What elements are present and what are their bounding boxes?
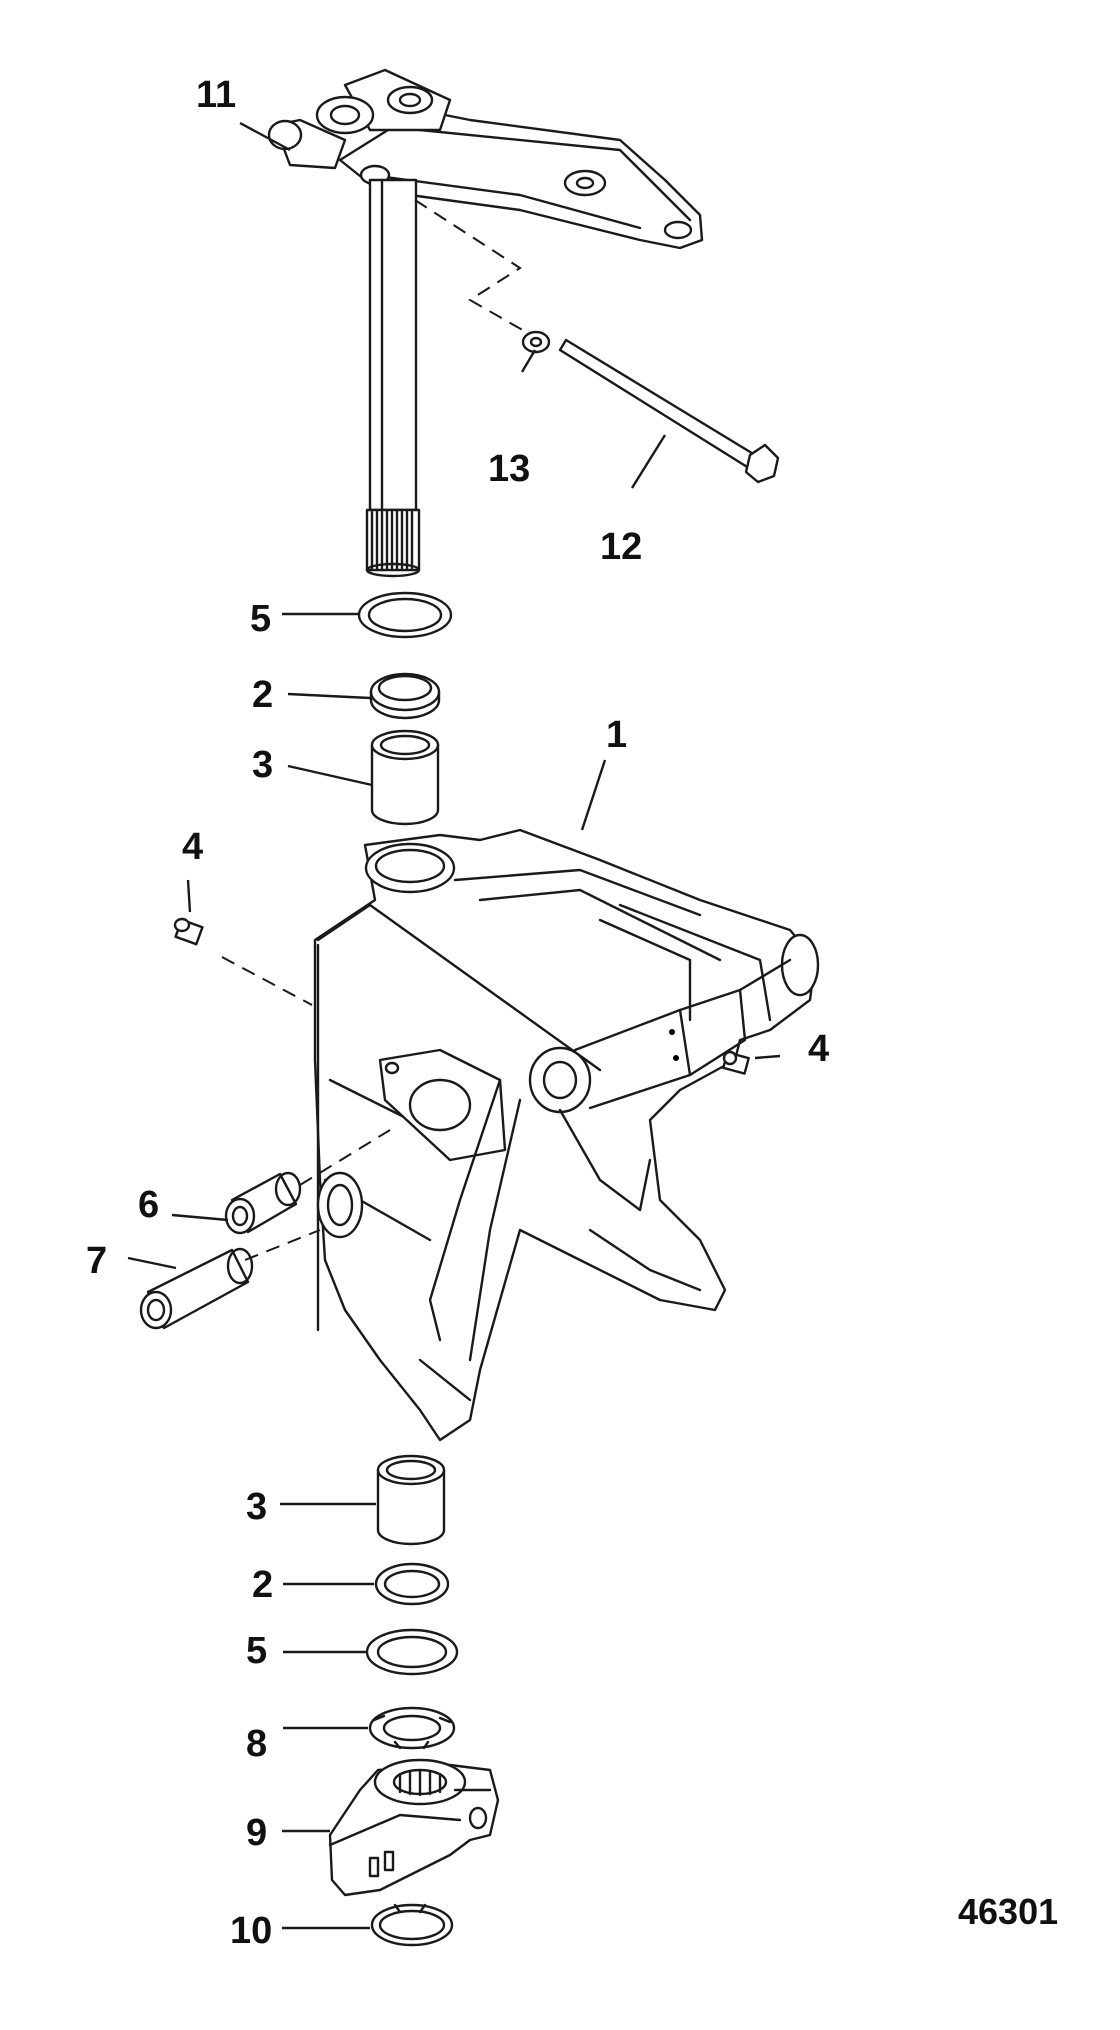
steering-arm-assembly	[267, 68, 704, 578]
callout-2-lower: 2	[252, 1564, 274, 1606]
callout-3-lower: 3	[246, 1486, 268, 1528]
grease-fitting-part-4-right	[722, 1050, 750, 1075]
callout-3-upper: 3	[252, 744, 274, 786]
callout-4-right: 4	[808, 1028, 830, 1070]
swivel-bracket-part-1	[313, 828, 820, 1442]
retaining-ring-part-10	[370, 1903, 454, 1947]
seal-part-2-upper	[369, 672, 441, 720]
washer-part-5-lower	[365, 1628, 459, 1676]
callout-5-upper: 5	[250, 598, 272, 640]
bolt-part-12	[558, 338, 780, 484]
callout-2-upper: 2	[252, 674, 274, 716]
bushing-part-7	[139, 1247, 254, 1330]
callout-8: 8	[246, 1723, 268, 1765]
lock-washer-part-8	[368, 1706, 456, 1750]
figure-number: 46301	[958, 1891, 1059, 1932]
callout-6: 6	[138, 1184, 160, 1226]
callout-10: 10	[230, 1910, 273, 1952]
bushing-part-3-lower	[376, 1454, 446, 1546]
callout-7: 7	[86, 1240, 108, 1282]
bushing-part-6	[224, 1171, 302, 1235]
callout-9: 9	[246, 1812, 268, 1854]
washer-part-5-upper	[357, 591, 453, 639]
callout-1: 1	[606, 714, 628, 756]
washer-part-13	[521, 330, 551, 354]
bushing-part-3-upper	[370, 729, 440, 826]
callout-4-left: 4	[182, 826, 204, 868]
callout-12: 12	[600, 526, 643, 568]
leader-lines	[127, 121, 781, 1930]
seal-part-2-lower	[374, 1562, 450, 1606]
callout-5-lower: 5	[246, 1630, 268, 1672]
callout-13: 13	[488, 448, 531, 490]
callout-11: 11	[196, 74, 237, 116]
steering-yoke-part-9	[328, 1758, 500, 1897]
grease-fitting-part-4-left	[173, 917, 204, 946]
